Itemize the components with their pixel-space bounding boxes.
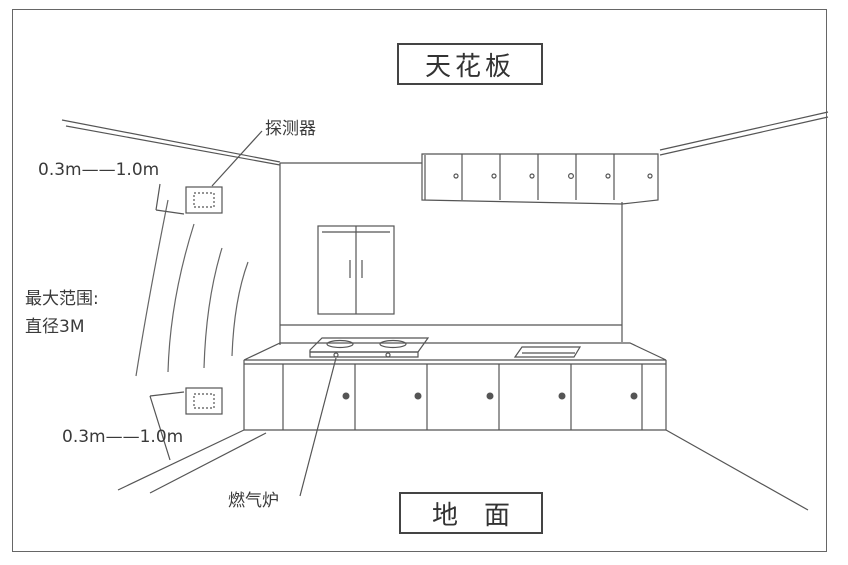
range-arcs [135,199,249,377]
detector-leader [211,130,263,187]
floor-label: 地 面 [399,492,543,534]
wall-cupboard [317,225,395,315]
top-dimension-bracket [155,183,185,215]
back-wall [279,163,623,345]
diagram-frame [12,9,827,552]
sink [513,346,582,358]
range-label-line2: 直径3M [25,317,85,337]
ceiling-label: 天花板 [397,43,543,85]
ceiling-lines [61,111,829,166]
detector-bottom [185,387,223,415]
detector-label: 探测器 [265,119,316,139]
upper-cabinets [421,153,659,205]
stove-leader [299,357,337,497]
gas-stove-label: 燃气炉 [228,491,279,511]
floor-lines [117,429,809,511]
detector-top [185,186,223,214]
bottom-distance-label: 0.3m——1.0m [62,427,184,447]
lower-cabinets [282,364,643,430]
top-distance-label: 0.3m——1.0m [38,160,160,180]
gas-stove [309,337,430,358]
countertop [243,342,667,431]
cabinet-knobs [342,392,638,400]
bottom-dimension-bracket [149,391,185,461]
range-label-line1: 最大范围: [25,289,99,309]
